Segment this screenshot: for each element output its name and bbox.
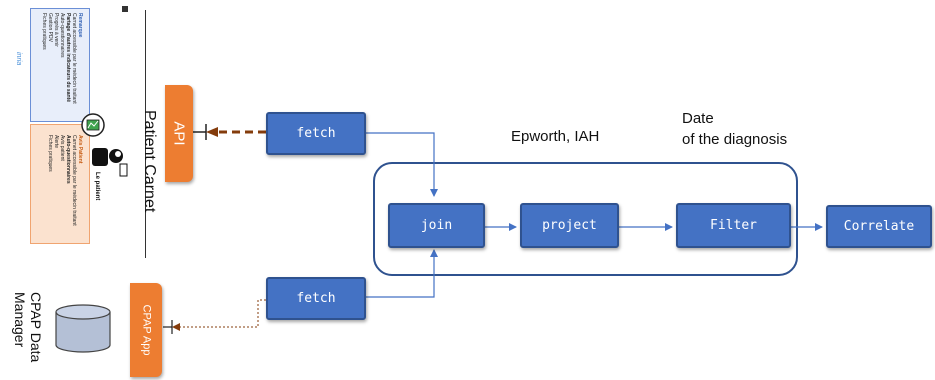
project-node: project	[520, 203, 619, 248]
epworth-iah-label: Epworth, IAH	[511, 128, 600, 145]
app-screenshot: Remarque Carnet accessible par le médeci…	[2, 0, 152, 258]
edge-fetch-to-cpap-arrowhead	[172, 323, 180, 331]
api-tab-label: API	[170, 121, 188, 146]
edge-fetch-top-to-join	[366, 132, 438, 197]
processing-container	[373, 162, 798, 276]
date-label-line2: of the diagnosis	[682, 131, 788, 148]
database-cylinder-icon	[55, 304, 111, 353]
filter-node: Filter	[676, 203, 791, 248]
date-label-line1: Date	[682, 110, 714, 127]
api-tab: API	[165, 85, 193, 182]
blue-info-panel: Remarque Carnet accessible par le médeci…	[30, 8, 90, 122]
join-node: join	[388, 203, 485, 248]
edge-fetch-to-cpap	[178, 299, 266, 328]
cpap-app-tab: CPAP App	[130, 283, 162, 377]
fetch-bottom-node: fetch	[266, 277, 366, 320]
edge-fetch-bottom-to-join	[366, 249, 438, 298]
fetch-top-node: fetch	[266, 112, 366, 155]
screenshot-divider	[145, 10, 146, 258]
correlate-node: Correlate	[826, 205, 932, 248]
cpap-data-manager-label: CPAP Data Manager	[12, 292, 44, 363]
patient-figure-icon	[92, 148, 128, 177]
orange-info-panel: Avis Patient Carnet accessible par le mé…	[30, 124, 90, 244]
edge-fetch-to-api-arrowhead	[206, 127, 218, 137]
screenshot-corner-mark	[122, 6, 128, 12]
cpap-app-tab-label: CPAP App	[140, 304, 152, 356]
chart-circle-icon	[81, 113, 105, 137]
